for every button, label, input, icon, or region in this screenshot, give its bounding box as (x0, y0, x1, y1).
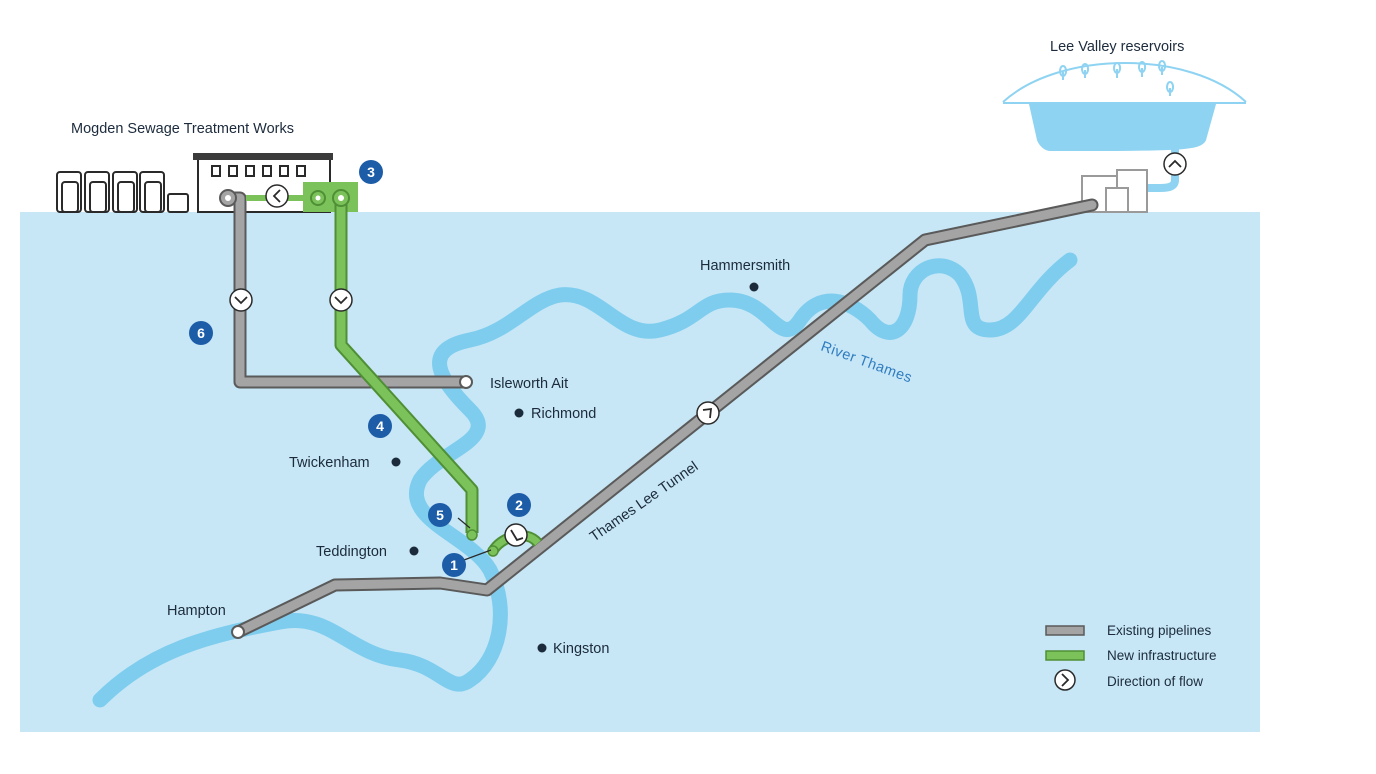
badge-2: 2 (507, 493, 531, 517)
richmond-label: Richmond (531, 406, 596, 422)
hammersmith-label: Hammersmith (700, 258, 790, 274)
svg-text:2: 2 (515, 497, 523, 513)
flow-marker-new-down (329, 288, 353, 312)
flow-marker-outfall-down (229, 288, 253, 312)
flow-marker-tunnel (696, 401, 720, 425)
twickenham-dot (391, 457, 401, 467)
mogden-windows (211, 165, 306, 177)
flow-marker-reservoir-up (1163, 152, 1187, 176)
svg-text:4: 4 (376, 418, 384, 434)
badge-4: 4 (368, 414, 392, 438)
hampton-label: Hampton (167, 603, 226, 619)
kingston-dot (537, 643, 547, 653)
mogden-works-illustration (56, 157, 331, 213)
legend-new-label: New infrastructure (1107, 648, 1217, 663)
flow-marker-mogden-left (265, 184, 289, 208)
twickenham-label: Twickenham (289, 455, 370, 471)
isleworth-label: Isleworth Ait (490, 376, 568, 392)
badge-3: 3 (359, 160, 383, 184)
flow-marker-junction (504, 523, 528, 547)
badge-1-leader (463, 549, 492, 561)
lee-valley-reservoir-illustration (1002, 60, 1247, 192)
mogden-label: Mogden Sewage Treatment Works (71, 121, 294, 137)
hammersmith-dot (749, 282, 759, 292)
legend-existing-swatch (1045, 625, 1085, 636)
mogden-roof (193, 153, 333, 160)
lee-valley-pump-building (1081, 169, 1148, 213)
lee-valley-label: Lee Valley reservoirs (1050, 39, 1184, 55)
badge-1: 1 (442, 553, 466, 577)
badge-6: 6 (189, 321, 213, 345)
legend: Existing pipelines New infrastructure Di… (1045, 623, 1217, 691)
legend-existing-label: Existing pipelines (1107, 623, 1212, 638)
badge-5: 5 (428, 503, 452, 527)
badge-5-leader (457, 517, 471, 529)
existing-pipeline-thames-lee-tunnel (231, 198, 1099, 639)
legend-flow-icon (1054, 669, 1076, 691)
river-thames (92, 252, 1078, 708)
svg-text:3: 3 (367, 164, 375, 180)
svg-text:1: 1 (450, 557, 458, 573)
svg-text:5: 5 (436, 507, 444, 523)
teddington-dot (409, 546, 419, 556)
legend-new-swatch (1045, 650, 1085, 661)
teddington-label: Teddington (316, 544, 387, 560)
legend-flow-label: Direction of flow (1107, 674, 1203, 689)
kingston-label: Kingston (553, 641, 609, 657)
richmond-dot (514, 408, 524, 418)
svg-text:6: 6 (197, 325, 205, 341)
